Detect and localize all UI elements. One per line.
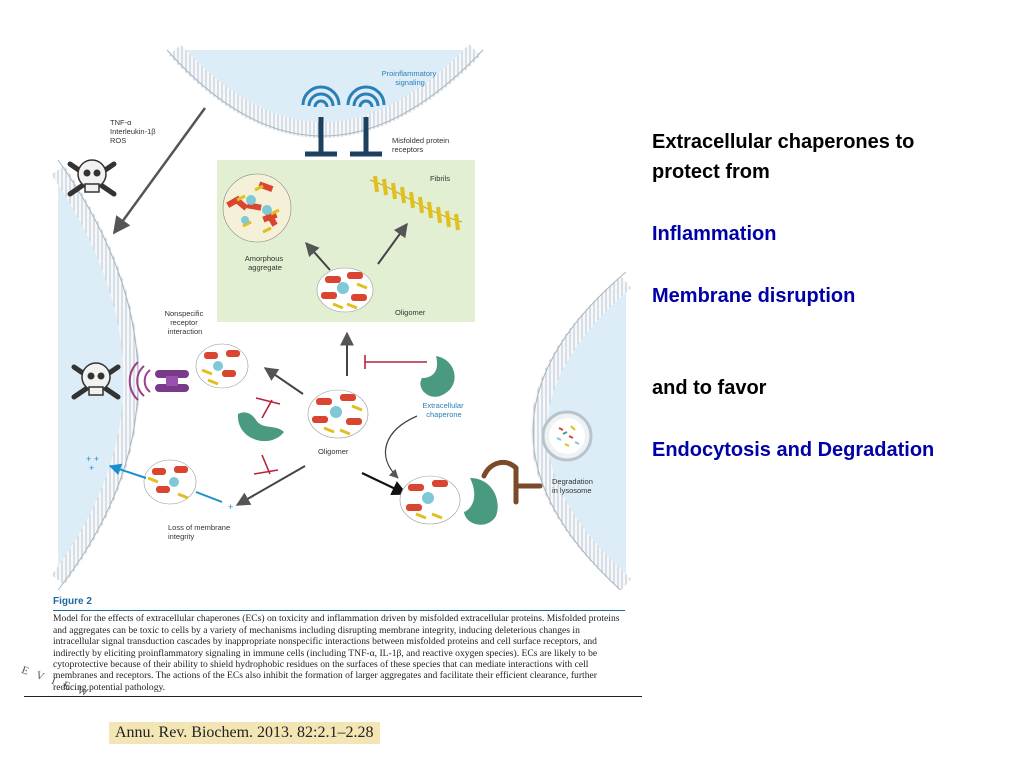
ion-plus-label: + — [228, 502, 233, 512]
oligomer-center-label: Oligomer — [318, 447, 349, 456]
chaperone-binding-arrow — [384, 415, 418, 479]
oligomer-nonspecific — [195, 343, 249, 389]
top-cell — [166, 44, 484, 138]
oligomer-membrane — [143, 459, 197, 505]
chaperone-icon — [420, 356, 455, 397]
degradation-arrow — [361, 472, 408, 495]
figure-caption: Figure 2 Model for the effects of extrac… — [53, 596, 625, 693]
side-item-membrane-disruption: Membrane disruption — [652, 285, 856, 307]
misfolded-receptors-label: Misfolded protein receptors — [392, 136, 451, 154]
side-item-inflammation: Inflammation — [652, 223, 777, 245]
nonspecific-label: Nonspecific receptor interaction — [165, 309, 206, 336]
side-favor: and to favor — [652, 377, 767, 399]
degradation-label: Degradation in lysosome — [552, 477, 595, 495]
oligomer-bound — [399, 475, 461, 525]
side-heading-line2: protect from — [652, 161, 770, 183]
caption-text: Model for the effects of extracellular c… — [53, 613, 620, 693]
cytokine-arrow — [112, 107, 207, 235]
membrane-arrow — [235, 465, 306, 506]
caption-divider — [24, 696, 642, 697]
receptor-icon — [305, 117, 382, 157]
chaperone-icon — [237, 412, 284, 442]
ion-plus-label: + — [89, 463, 94, 473]
lysosome-icon — [541, 410, 593, 462]
fibril — [369, 175, 463, 231]
ion-efflux-arrow — [108, 463, 147, 479]
signal-wave-icon — [301, 85, 386, 108]
ion-plus-label: + + — [86, 454, 99, 464]
caption-rule — [53, 610, 625, 612]
aggregation-arrow — [305, 241, 331, 271]
fibril-arrow — [377, 222, 408, 265]
amorphous-aggregate — [222, 173, 292, 243]
amorphous-label: Amorphous aggregate — [245, 254, 285, 272]
citation: Annu. Rev. Biochem. 2013. 82:2.1–2.28 — [109, 722, 380, 744]
side-item-endocytosis: Endocytosis and Degradation — [652, 439, 935, 461]
proinflammatory-label: Proinflammatory signaling — [382, 69, 439, 87]
loss-membrane-label: Loss of membrane integrity — [168, 523, 232, 541]
endocytic-receptor-icon — [481, 459, 543, 505]
extracellular-chaperone-label: Extracellular chaperone — [422, 401, 465, 419]
side-heading-line1: Extracellular chaperones to — [652, 131, 915, 153]
oligomer-top — [316, 267, 374, 313]
skull-icon — [67, 159, 117, 197]
oligomer-center — [307, 389, 369, 439]
nonspecific-arrow — [263, 367, 304, 395]
disruption-wave-icon — [128, 361, 151, 401]
figure-title: Figure 2 — [53, 596, 92, 607]
membrane-receptor-icon — [155, 370, 189, 392]
ion-line — [195, 491, 223, 503]
chaperone-icon — [464, 478, 498, 525]
skull-icon — [71, 362, 121, 400]
oligomer-top-label: Oligomer — [395, 308, 426, 317]
fibrils-label: Fibrils — [430, 174, 450, 183]
figure-diagram: Proinflammatory signaling Misfolded prot… — [51, 44, 632, 590]
inhibition-mark — [253, 355, 427, 475]
cytokine-label: TNF-α Interleukin-1β ROS — [110, 118, 158, 145]
